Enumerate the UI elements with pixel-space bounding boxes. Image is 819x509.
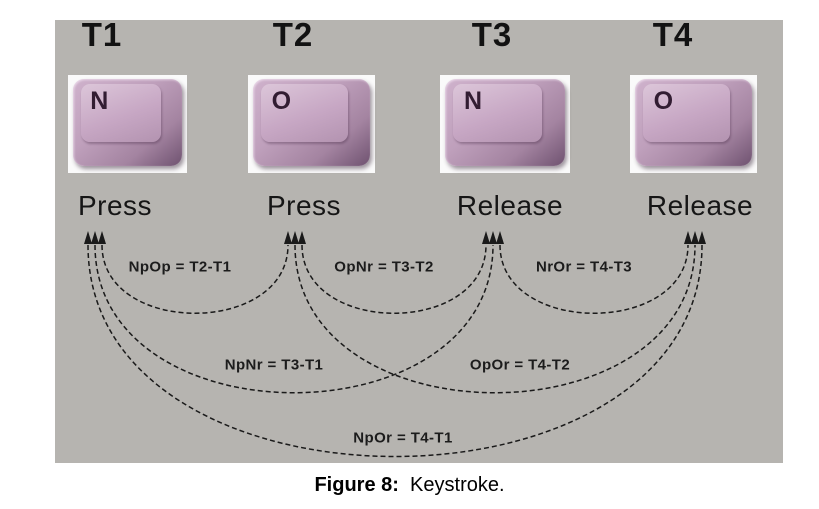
interval-arc: [101, 244, 289, 314]
keycap: O: [253, 79, 370, 166]
keycap-top-face: N: [80, 84, 162, 142]
keycap-letter: O: [271, 86, 292, 115]
interval-arc: [301, 244, 487, 314]
time-label: T3: [471, 16, 513, 53]
interval-arc: [87, 244, 703, 458]
event-arrowhead: [482, 231, 490, 244]
keycap-image: N: [68, 75, 187, 173]
keycap-letter: N: [464, 86, 483, 115]
time-label: T4: [652, 16, 694, 53]
keycap-image: O: [630, 75, 757, 173]
event-arrowhead: [284, 231, 292, 244]
figure-caption-text: Keystroke.: [410, 474, 505, 496]
keycap-top-face: O: [261, 84, 348, 142]
keycap: O: [635, 79, 752, 166]
event-arrowhead: [291, 231, 299, 244]
figure-caption-number: Figure 8:: [314, 474, 399, 496]
interval-arc: [499, 244, 689, 314]
time-label: T2: [272, 16, 314, 53]
interval-arc: [94, 244, 494, 394]
keycap: N: [445, 79, 565, 166]
event-arrowhead: [698, 231, 706, 244]
keycap-letter: N: [90, 86, 109, 115]
keycap-image: N: [440, 75, 570, 173]
event-arrowhead: [496, 231, 504, 244]
time-label: T1: [81, 16, 123, 53]
keycap-image: O: [248, 75, 375, 173]
key-event-label: Release: [646, 190, 754, 221]
keycap-top-face: O: [643, 84, 730, 142]
keycap-letter: O: [653, 86, 674, 115]
event-arrowhead: [84, 231, 92, 244]
keycap: N: [73, 79, 182, 166]
key-event-label: Press: [266, 190, 342, 221]
key-event-label: Release: [456, 190, 564, 221]
interval-label: NrOr = T4-T3: [535, 258, 633, 276]
interval-label: NpOp = T2-T1: [128, 258, 232, 276]
figure-caption: Figure 8: Keystroke.: [0, 474, 819, 497]
keycap-top-face: N: [453, 84, 543, 142]
event-arrowhead: [98, 231, 106, 244]
event-arrowhead: [489, 231, 497, 244]
event-arrowhead: [298, 231, 306, 244]
interval-label: NpNr = T3-T1: [224, 356, 324, 374]
event-arrowhead: [691, 231, 699, 244]
event-arrowhead: [91, 231, 99, 244]
key-event-label: Press: [77, 190, 153, 221]
interval-label: OpOr = T4-T2: [469, 356, 571, 374]
interval-label: NpOr = T4-T1: [353, 429, 453, 447]
interval-label: OpNr = T3-T2: [334, 258, 434, 276]
event-arrowhead: [684, 231, 692, 244]
